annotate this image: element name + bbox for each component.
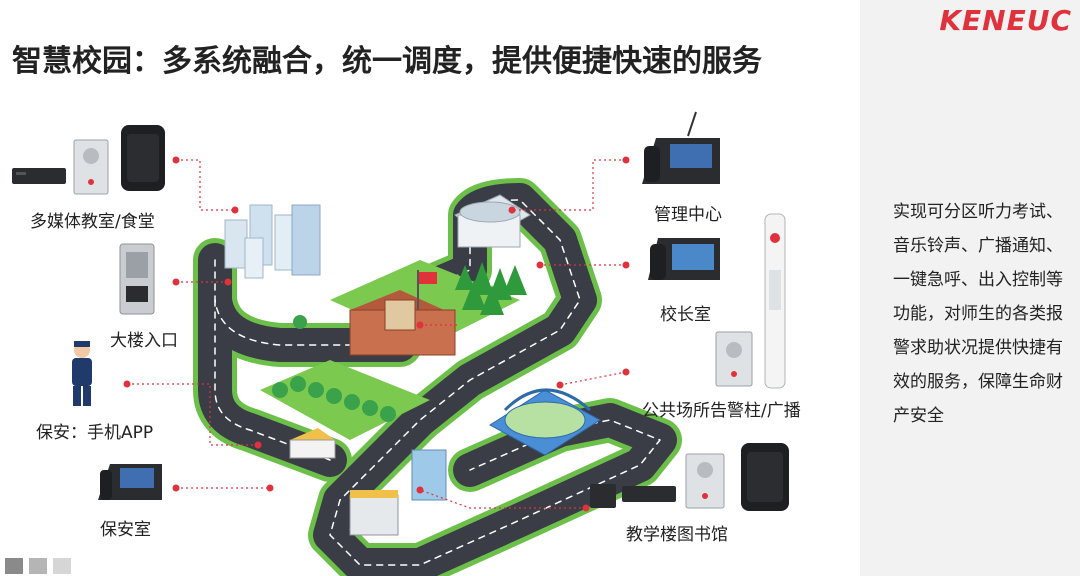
management-building <box>454 194 531 248</box>
pager-square-3 <box>53 558 71 574</box>
page-title: 智慧校园：多系统融合，统一调度，提供便捷快速的服务 <box>12 44 762 79</box>
label-security-app: 保安：手机APP <box>36 423 154 443</box>
label-security-room: 保安室 <box>100 520 151 540</box>
library-media-box-icon <box>622 486 676 502</box>
library-speaker-icon <box>741 443 789 511</box>
main-school-building <box>349 270 456 356</box>
intercom-panel-icon <box>73 139 109 195</box>
security-guard-icon <box>72 341 92 406</box>
help-point-panel-icon <box>715 331 753 387</box>
label-library: 教学楼图书馆 <box>626 525 728 545</box>
console-phone-icon <box>642 111 720 184</box>
forest <box>455 262 527 315</box>
alarm-pillar-icon <box>764 213 786 389</box>
media-box-icon <box>12 168 66 184</box>
slide-pager <box>5 558 71 574</box>
stadium <box>489 388 601 456</box>
office-towers <box>224 204 321 279</box>
connector-dots <box>123 156 630 512</box>
label-multimedia-classroom: 多媒体教室/食堂 <box>30 212 155 232</box>
speaker-icon <box>121 125 165 191</box>
connector-lines <box>127 159 627 509</box>
pager-square-1 <box>5 558 23 574</box>
label-principal-office: 校长室 <box>660 305 711 325</box>
guard-booth <box>289 428 336 459</box>
brand-logo: KENEUC <box>939 4 1072 37</box>
library-building <box>349 449 447 536</box>
small-terminal-icon <box>590 484 616 508</box>
side-panel <box>860 0 1080 576</box>
pager-square-2 <box>29 558 47 574</box>
label-management-center: 管理中心 <box>654 205 722 225</box>
door-access-panel-icon <box>119 243 155 315</box>
tree-row <box>272 315 396 422</box>
library-intercom-icon <box>685 453 725 509</box>
feature-description: 实现可分区听力考试、音乐铃声、广播通知、一键急呼、出入控制等功能，对师生的各类报… <box>893 202 1063 426</box>
label-building-entrance: 大楼入口 <box>110 331 178 351</box>
desk-phone-icon <box>98 464 162 500</box>
video-phone-icon <box>648 238 720 280</box>
label-public-alarm: 公共场所告警柱/广播 <box>642 401 801 421</box>
campus-map-illustration <box>123 156 682 576</box>
